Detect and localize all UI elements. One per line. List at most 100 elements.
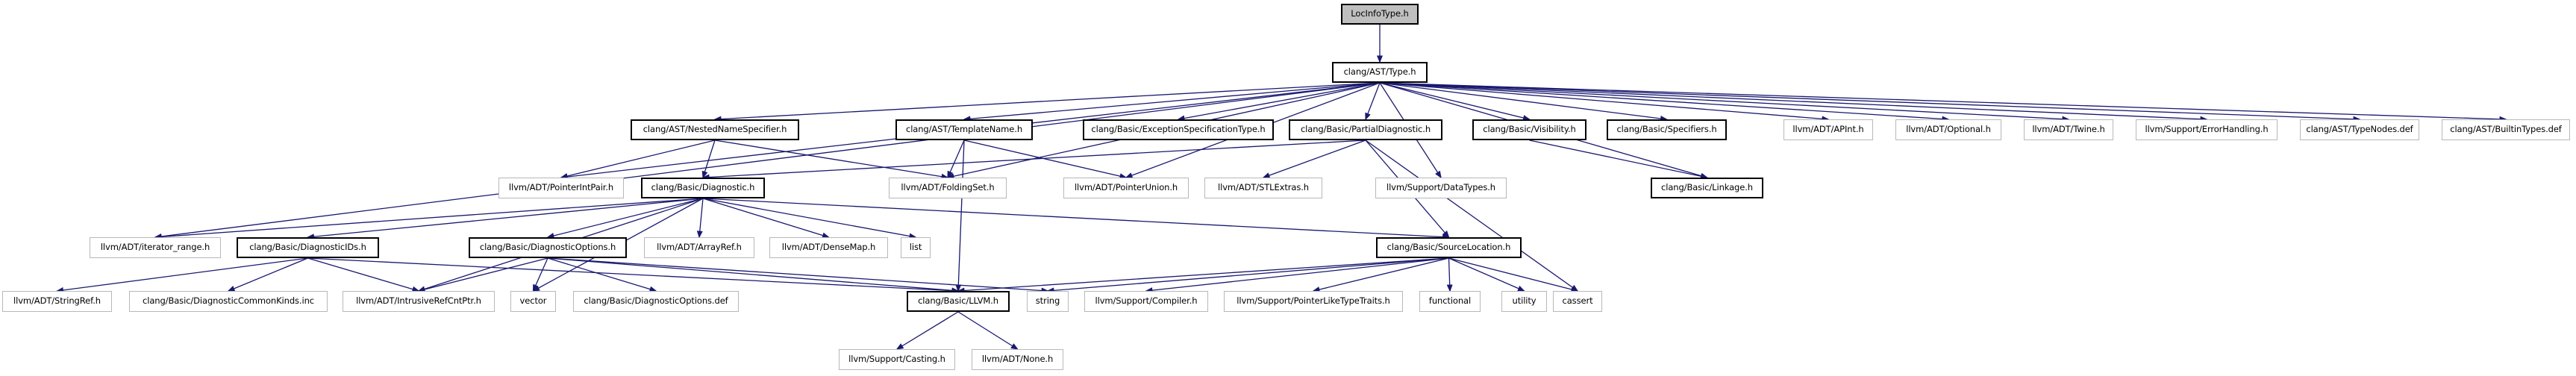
edge-type-to-tnodes <box>1379 82 2361 122</box>
edge-diag-to-dids <box>307 198 704 240</box>
node-casting: llvm/Support/Casting.h <box>839 349 955 370</box>
node-label-casting: llvm/Support/Casting.h <box>848 354 945 365</box>
node-label-nns: clang/AST/NestedNameSpecifier.h <box>643 124 787 135</box>
node-ircp: llvm/ADT/IntrusiveRefCntPtr.h <box>343 291 495 312</box>
node-dckinc: clang/Basic/DiagnosticCommonKinds.inc <box>129 291 328 312</box>
node-spec[interactable]: clang/Basic/Specifiers.h <box>1607 119 1727 140</box>
node-pdiag[interactable]: clang/Basic/PartialDiagnostic.h <box>1289 119 1442 140</box>
node-vector: vector <box>510 291 556 312</box>
edge-diag-to-irange <box>154 198 704 240</box>
edge-sloc-to-cassert <box>1448 257 1579 292</box>
node-label-cassert: cassert <box>1562 295 1593 307</box>
node-label-compiler: llvm/Support/Compiler.h <box>1095 295 1198 307</box>
node-label-functional: functional <box>1428 295 1472 307</box>
node-label-diag: clang/Basic/Diagnostic.h <box>651 182 755 193</box>
node-label-utility: utility <box>1512 295 1536 307</box>
node-none: llvm/ADT/None.h <box>972 349 1063 370</box>
node-label-est: clang/Basic/ExceptionSpecificationType.h <box>1091 124 1266 135</box>
node-label-loc: LocInfoType.h <box>1351 8 1409 19</box>
node-dids[interactable]: clang/Basic/DiagnosticIDs.h <box>237 237 379 258</box>
edge-type-to-twine <box>1379 82 2070 122</box>
node-fset: llvm/ADT/FoldingSet.h <box>889 178 1007 198</box>
edge-llvm-to-none <box>957 311 1019 350</box>
edge-nns-to-fset <box>714 140 949 180</box>
node-tname[interactable]: clang/AST/TemplateName.h <box>895 119 1033 140</box>
node-dopts[interactable]: clang/Basic/DiagnosticOptions.h <box>469 237 627 258</box>
node-label-dckinc: clang/Basic/DiagnosticCommonKinds.inc <box>143 295 314 307</box>
edge-tname-to-fset <box>947 140 965 179</box>
node-label-type: clang/AST/Type.h <box>1343 66 1416 78</box>
edge-type-to-tname <box>963 82 1381 122</box>
edge-type-to-nns <box>713 82 1381 122</box>
node-twine: llvm/ADT/Twine.h <box>2024 119 2113 140</box>
node-label-spec: clang/Basic/Specifiers.h <box>1616 124 1717 135</box>
edge-dids-to-ircp <box>307 257 420 292</box>
edge-type-to-spec <box>1379 82 1668 122</box>
node-plttt: llvm/Support/PointerLikeTypeTraits.h <box>1224 291 1403 312</box>
node-stlx: llvm/ADT/STLExtras.h <box>1204 178 1322 198</box>
node-label-btypes: clang/AST/BuiltinTypes.def <box>2450 124 2562 135</box>
node-type[interactable]: clang/AST/Type.h <box>1332 62 1428 83</box>
edge-type-to-apint <box>1379 82 1830 122</box>
edge-type-to-pdiag <box>1365 82 1381 121</box>
node-cassert: cassert <box>1553 291 1602 312</box>
edge-type-to-vis <box>1379 82 1531 121</box>
node-label-llvm: clang/Basic/LLVM.h <box>918 295 998 307</box>
node-llvm[interactable]: clang/Basic/LLVM.h <box>907 291 1010 312</box>
node-list: list <box>901 237 931 258</box>
edge-sloc-to-functional <box>1446 257 1453 292</box>
edge-pdiag-to-diag <box>701 140 1366 181</box>
edge-tname-to-llvm <box>955 140 965 292</box>
edge-pdiag-to-stlx <box>1262 140 1366 178</box>
node-compiler: llvm/Support/Compiler.h <box>1084 291 1208 312</box>
node-label-punion: llvm/ADT/PointerUnion.h <box>1074 182 1178 193</box>
node-dmap: llvm/ADT/DenseMap.h <box>769 237 888 258</box>
node-label-sref: llvm/ADT/StringRef.h <box>13 295 101 307</box>
node-link[interactable]: clang/Basic/Linkage.h <box>1651 178 1763 198</box>
edge-llvm-to-casting <box>895 311 959 350</box>
edge-dids-to-llvm <box>307 257 960 294</box>
node-nns[interactable]: clang/AST/NestedNameSpecifier.h <box>631 119 799 140</box>
node-vis[interactable]: clang/Basic/Visibility.h <box>1472 119 1586 140</box>
edge-dids-to-dckinc <box>227 257 308 292</box>
edge-dids-to-sref <box>56 257 308 293</box>
node-label-stlx: llvm/ADT/STLExtras.h <box>1218 182 1309 193</box>
edge-dopts-to-vector <box>532 257 548 292</box>
node-label-twine: llvm/ADT/Twine.h <box>2032 124 2105 135</box>
edge-tname-to-punion <box>963 140 1128 179</box>
edge-type-to-btypes <box>1379 82 2507 122</box>
node-label-tname: clang/AST/TemplateName.h <box>905 124 1023 135</box>
edge-dopts-to-llvm <box>547 257 960 294</box>
node-loc: LocInfoType.h <box>1341 4 1419 25</box>
edge-nns-to-diag <box>701 140 716 179</box>
edge-sloc-to-string <box>1046 257 1449 294</box>
edge-nns-to-pip <box>560 140 716 179</box>
node-irange: llvm/ADT/iterator_range.h <box>90 237 221 258</box>
node-est[interactable]: clang/Basic/ExceptionSpecificationType.h <box>1083 119 1274 140</box>
node-label-list: list <box>909 242 922 253</box>
node-label-errh: llvm/Support/ErrorHandling.h <box>2145 124 2269 135</box>
edge-dopts-to-ircp <box>417 257 548 292</box>
node-label-dodef: clang/Basic/DiagnosticOptions.def <box>584 295 728 307</box>
node-tnodes: clang/AST/TypeNodes.def <box>2300 119 2419 140</box>
node-label-pdiag: clang/Basic/PartialDiagnostic.h <box>1300 124 1431 135</box>
node-sloc[interactable]: clang/Basic/SourceLocation.h <box>1376 237 1522 258</box>
node-label-sloc: clang/Basic/SourceLocation.h <box>1387 242 1511 253</box>
edge-pdiag-to-cassert <box>1365 140 1579 292</box>
node-dodef: clang/Basic/DiagnosticOptions.def <box>573 291 739 312</box>
node-label-apint: llvm/ADT/APInt.h <box>1792 124 1864 135</box>
node-diag[interactable]: clang/Basic/Diagnostic.h <box>641 178 765 198</box>
edge-type-to-errh <box>1379 82 2208 122</box>
edge-vis-to-link <box>1529 140 1708 180</box>
node-label-none: llvm/ADT/None.h <box>981 354 1054 365</box>
node-label-aref: llvm/ADT/ArrayRef.h <box>657 242 742 253</box>
node-aref: llvm/ADT/ArrayRef.h <box>644 237 754 258</box>
node-label-dids: clang/Basic/DiagnosticIDs.h <box>249 242 366 253</box>
node-label-string: string <box>1035 295 1060 307</box>
edge-dopts-to-string <box>547 257 1049 294</box>
node-label-opt: llvm/ADT/Optional.h <box>1906 124 1991 135</box>
node-sref: llvm/ADT/StringRef.h <box>2 291 112 312</box>
edge-sloc-to-utility <box>1448 257 1525 292</box>
node-label-plttt: llvm/Support/PointerLikeTypeTraits.h <box>1237 295 1390 307</box>
